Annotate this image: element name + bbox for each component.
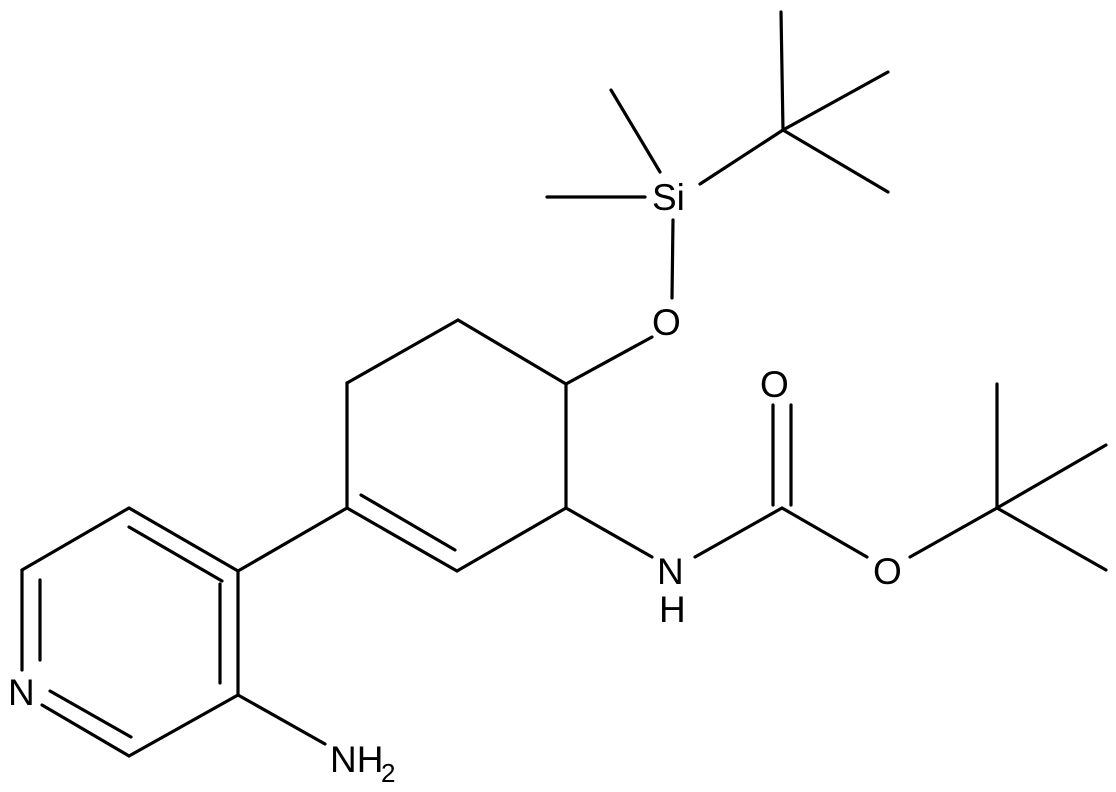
bond-si-tbu xyxy=(698,128,785,186)
ring-bond-4-double-outer xyxy=(345,506,459,573)
py-bond-1 xyxy=(127,506,240,573)
ring-bond-5 xyxy=(455,506,568,573)
ring-bond-2 xyxy=(345,318,460,385)
bonds xyxy=(20,10,1108,758)
nitrogen-pyridine-label: N xyxy=(8,672,35,713)
bond-boc-tbu-upright xyxy=(995,443,1108,510)
py-bond-4 xyxy=(40,703,131,758)
bond-si-o xyxy=(670,218,675,300)
bond-ring-nh xyxy=(564,506,654,559)
atom-labels: Si O O O N H N NH 2 xyxy=(8,177,902,788)
py-bond-5 xyxy=(127,693,240,758)
bond-oester-tbu xyxy=(908,506,999,559)
amino-subscript: 2 xyxy=(381,758,395,788)
bond-py-nh2 xyxy=(236,693,327,746)
silicon-label: Si xyxy=(652,177,685,218)
nitrogen-amide-label: N xyxy=(657,551,684,592)
bond-boc-tbu-downright xyxy=(995,506,1108,572)
bond-tbu-downright xyxy=(781,128,890,194)
py-bond-1-inner xyxy=(127,525,224,583)
bond-tbu-up xyxy=(779,10,785,132)
bond-carbonyl-oester xyxy=(780,506,869,559)
ring-bond-4-double-inner xyxy=(359,493,457,552)
ring-bond-1 xyxy=(456,318,568,386)
oxygen-ester-label: O xyxy=(873,551,902,592)
bond-tbu-upright xyxy=(781,70,890,132)
amino-label: NH xyxy=(330,739,383,780)
py-bond-4-inner xyxy=(48,689,133,739)
oxygen-silyl-label: O xyxy=(652,302,681,343)
oxygen-carbonyl-label: O xyxy=(760,364,789,405)
bond-si-methyl-top xyxy=(609,88,662,174)
bond-nh-carbonyl xyxy=(693,506,784,559)
py-bond-2 xyxy=(20,506,131,572)
bond-ring-pyridine xyxy=(236,506,349,573)
hydrogen-amide-label: H xyxy=(659,589,686,630)
bond-o-ring xyxy=(564,335,654,386)
